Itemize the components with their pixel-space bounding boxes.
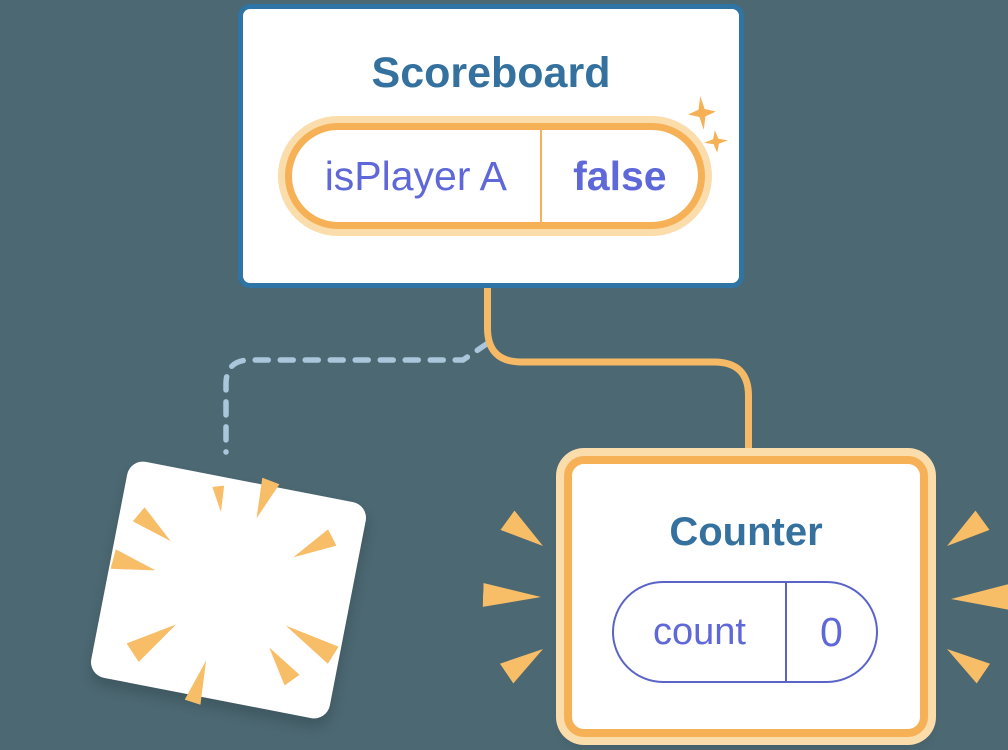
scoreboard-state-pill: isPlayer A false [285,123,705,229]
burst-ray-icon [260,642,299,686]
burst-ray-icon [132,506,177,548]
state-value-label: false [573,152,667,199]
solid-connector [484,287,752,452]
burst-ray-icon [211,485,227,512]
state-key-label: isPlayer A [292,130,542,222]
scoreboard-title: Scoreboard [371,49,611,97]
burst-ray-icon [126,614,183,662]
destroyed-card [88,458,369,722]
dashed-connector [223,340,491,455]
burst-ray-icon [247,477,280,522]
burst-ray-icon [279,616,338,664]
burst-ray-icon [183,658,214,705]
counter-state-pill: count 0 [612,581,878,683]
counter-card: Counter count 0 [564,456,928,737]
burst-ray-icon [288,528,336,566]
scoreboard-card: Scoreboard isPlayer A false [238,4,744,288]
burst-ray-icon [110,548,158,581]
state-key-label: count [614,583,787,681]
state-value-label: 0 [820,608,843,655]
counter-title: Counter [669,510,823,554]
